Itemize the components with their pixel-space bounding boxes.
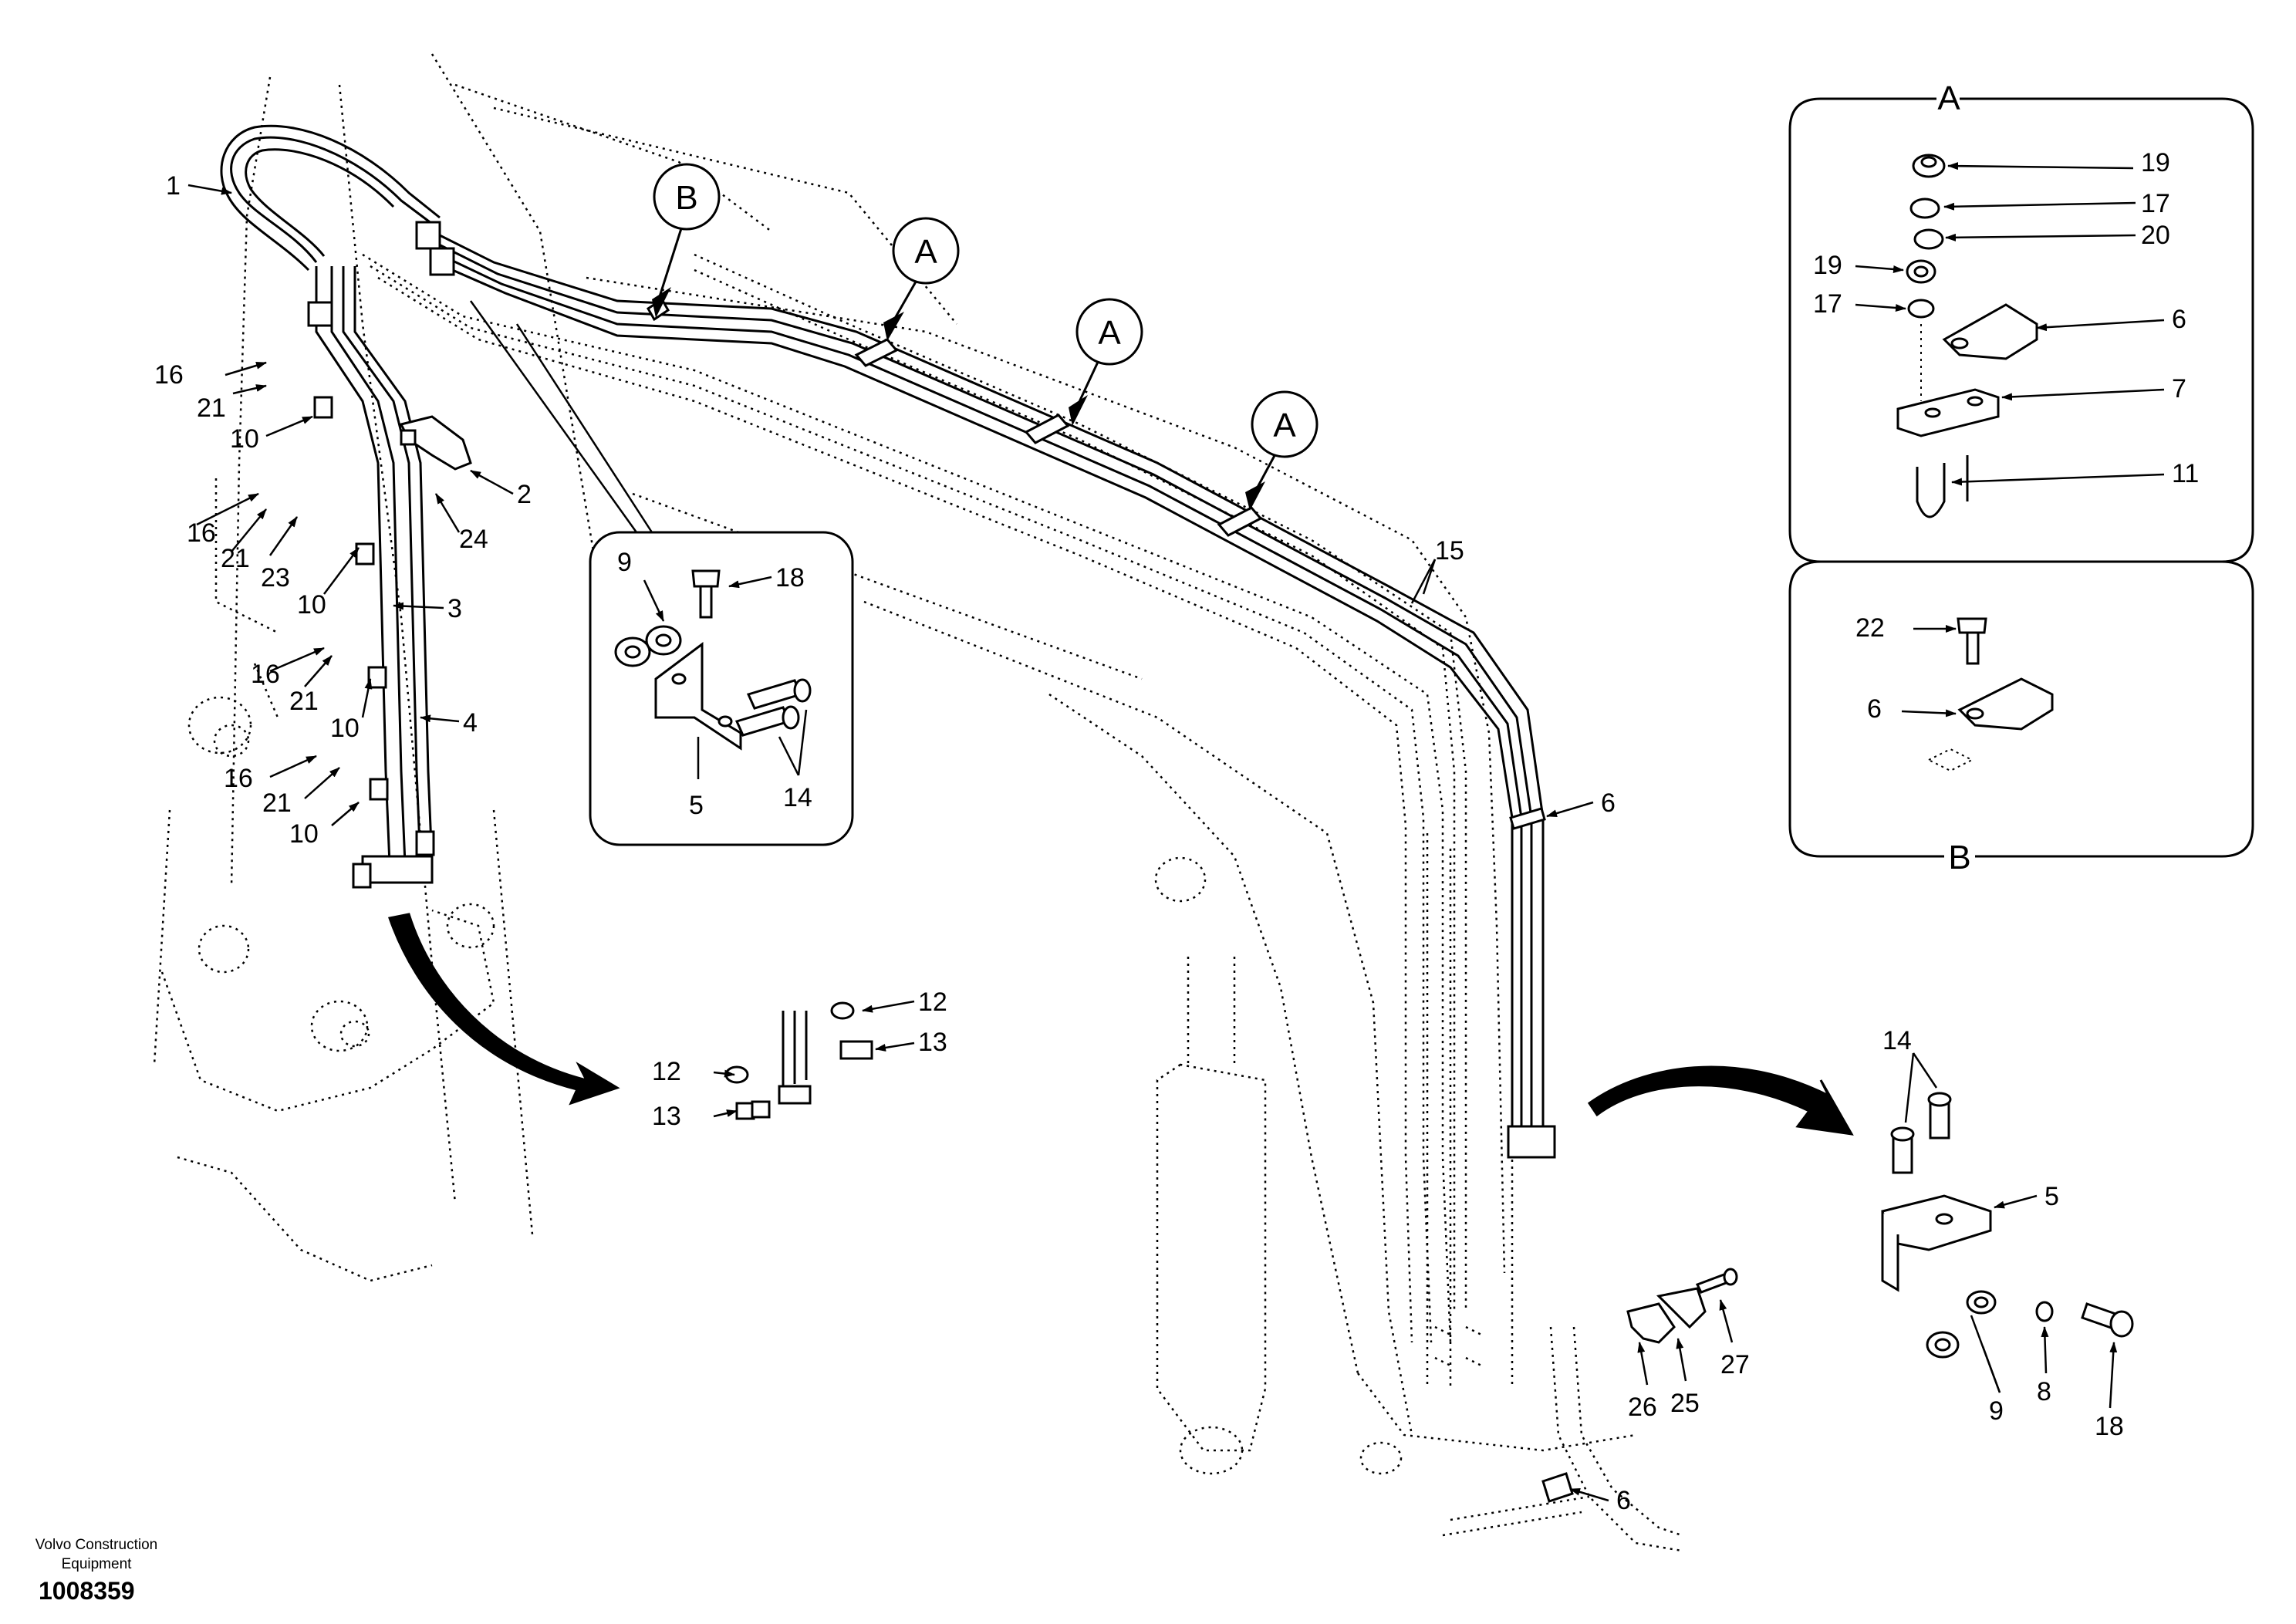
callout-14b: 14 xyxy=(1882,1026,1912,1055)
callout-9b: 9 xyxy=(1989,1396,2004,1426)
hose-bundle xyxy=(362,253,1467,1343)
callout-17b: 17 xyxy=(1813,289,1842,319)
fittings-group-12-13 xyxy=(724,1001,873,1120)
view-marker-a-1-label: A xyxy=(914,233,937,271)
callout-4: 4 xyxy=(463,708,478,738)
callout-26: 26 xyxy=(1628,1393,1657,1422)
detail-view-b xyxy=(1788,560,2254,858)
callout-22: 22 xyxy=(1855,613,1885,643)
callout-10: 10 xyxy=(230,424,259,454)
detail-title-a-label: A xyxy=(1937,79,1960,117)
callout-3: 3 xyxy=(447,594,462,623)
callout-10c: 10 xyxy=(330,714,360,743)
bracket-2 xyxy=(399,415,472,471)
callout-2: 2 xyxy=(517,480,532,509)
view-marker-b-main: B xyxy=(652,163,721,318)
callout-21b: 21 xyxy=(221,544,250,573)
callout-labels: 1 16 21 10 2 24 16 21 23 10 3 16 21 10 4… xyxy=(154,148,2199,1515)
detail-view-a xyxy=(1788,97,2254,563)
callout-1: 1 xyxy=(166,171,181,201)
callout-5b: 5 xyxy=(2044,1182,2059,1211)
callout-7: 7 xyxy=(2172,374,2186,403)
callout-12b: 12 xyxy=(652,1057,681,1086)
detail-title-a: A xyxy=(1937,79,1960,117)
hose-line-15 xyxy=(431,230,1545,1126)
view-marker-a-2: A xyxy=(1069,298,1143,426)
callout-27: 27 xyxy=(1720,1350,1750,1379)
company-name: Volvo Construction Equipment xyxy=(15,1535,177,1574)
callout-23: 23 xyxy=(261,563,290,593)
callout-8: 8 xyxy=(2037,1377,2051,1406)
callout-13: 13 xyxy=(918,1028,947,1057)
callout-17: 17 xyxy=(2141,189,2170,218)
callout-19b: 19 xyxy=(1813,251,1842,280)
leader-lines xyxy=(187,162,2165,1502)
callout-16c: 16 xyxy=(251,660,280,689)
pipe-clamps xyxy=(307,221,455,889)
callout-11: 11 xyxy=(2172,459,2199,488)
callout-20: 20 xyxy=(2141,221,2170,250)
view-marker-b-label: B xyxy=(675,179,697,217)
view-marker-a-1: A xyxy=(883,217,960,341)
callout-10d: 10 xyxy=(289,819,319,849)
callout-18b: 18 xyxy=(2095,1412,2124,1441)
detail-title-b-label: B xyxy=(1948,839,1970,876)
callout-9: 9 xyxy=(617,548,632,577)
callout-13b: 13 xyxy=(652,1102,681,1131)
callout-5: 5 xyxy=(689,791,704,820)
document-number: 1008359 xyxy=(39,1577,135,1605)
view-marker-a-2-label: A xyxy=(1098,314,1121,352)
callout-15: 15 xyxy=(1435,536,1464,566)
callout-6c: 6 xyxy=(2172,305,2186,334)
callout-18: 18 xyxy=(775,563,805,593)
callout-21d: 21 xyxy=(262,788,292,818)
callout-16d: 16 xyxy=(224,764,253,793)
callout-12: 12 xyxy=(918,988,947,1017)
clamp-group-25-27 xyxy=(1626,1268,1738,1344)
callout-6d: 6 xyxy=(1867,694,1882,724)
callout-6: 6 xyxy=(1601,788,1616,818)
boom-clamps xyxy=(647,297,1574,1503)
company-line-1: Volvo Construction xyxy=(35,1537,158,1553)
flow-arrows xyxy=(388,913,1854,1136)
callout-10b: 10 xyxy=(297,590,326,620)
view-marker-a-3-label: A xyxy=(1273,407,1296,444)
callout-16: 16 xyxy=(154,360,184,390)
callout-16b: 16 xyxy=(187,518,216,548)
callout-21c: 21 xyxy=(289,687,319,716)
view-marker-a-3: A xyxy=(1245,390,1319,511)
callout-14: 14 xyxy=(783,783,812,812)
callout-24: 24 xyxy=(459,525,488,554)
callout-19: 19 xyxy=(2141,148,2170,177)
callout-6b: 6 xyxy=(1616,1486,1631,1515)
callout-21: 21 xyxy=(197,393,226,423)
detail-title-b: B xyxy=(1948,839,1970,876)
view-markers: B A A A A B xyxy=(652,79,1971,876)
bracket-group-right xyxy=(1881,1092,2134,1359)
callout-25: 25 xyxy=(1670,1389,1700,1418)
company-line-2: Equipment xyxy=(61,1556,132,1572)
